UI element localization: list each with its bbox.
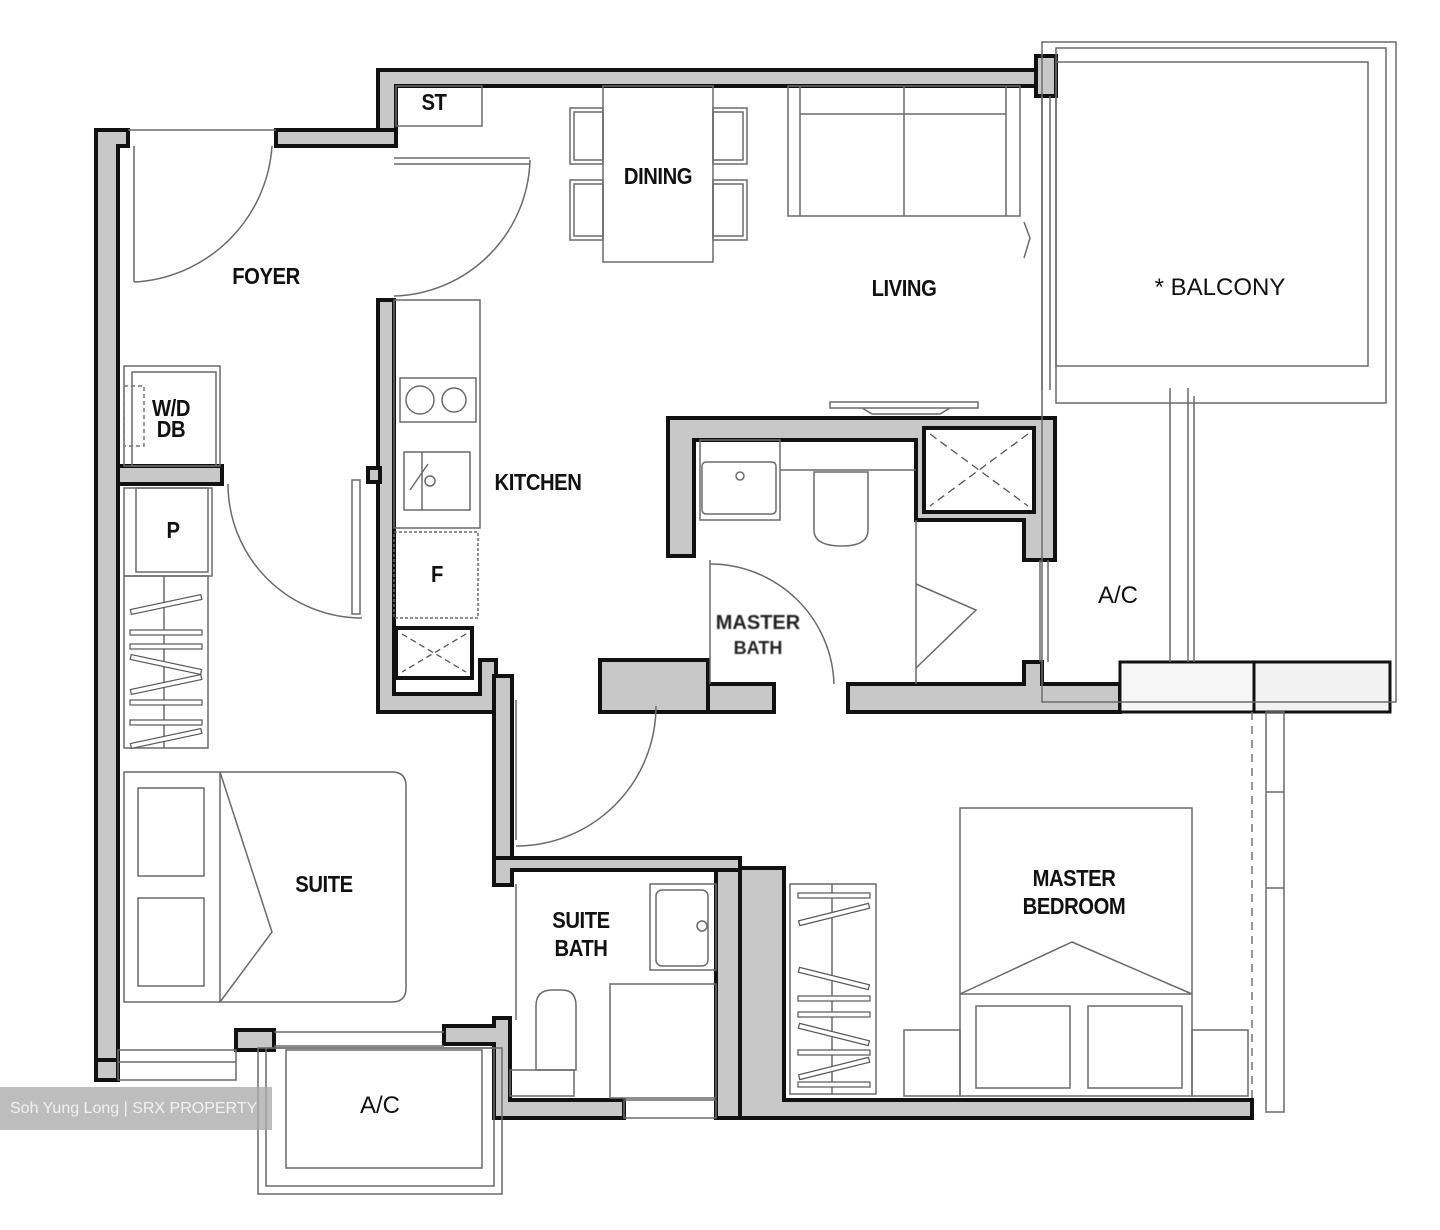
doors (133, 145, 978, 847)
walls (94, 54, 1392, 1120)
label-st: ST (421, 89, 447, 115)
suite-bed (123, 771, 407, 1003)
label-master-bath-2: BATH (733, 638, 783, 658)
label-fridge: F (431, 561, 443, 587)
label-balcony: * BALCONY (1154, 274, 1286, 301)
label-ac-right: A/C (1097, 582, 1138, 609)
label-master-bedroom-2: BEDROOM (1022, 893, 1126, 919)
label-master-bath-1: MASTER (715, 612, 801, 634)
label-kitchen: KITCHEN (494, 469, 582, 495)
label-living: LIVING (871, 275, 937, 301)
label-suite: SUITE (295, 871, 353, 897)
label-master-bedroom-1: MASTER (1032, 865, 1116, 891)
master-bed (959, 807, 1193, 1097)
watermark: Soh Yung Long | SRX PROPERTY (0, 1087, 272, 1130)
wardrobe-slats (129, 593, 871, 1088)
furniture (123, 85, 1249, 1099)
label-pantry: P (166, 517, 180, 543)
dining-table (602, 85, 714, 263)
label-suite-bath-1: SUITE (552, 907, 610, 933)
label-dining: DINING (623, 163, 693, 189)
storage-box (395, 85, 483, 127)
label-suite-bath-2: BATH (554, 935, 608, 961)
label-ac-bottom: A/C (359, 1092, 400, 1119)
windows (117, 41, 1397, 1195)
label-db: DB (156, 416, 186, 442)
label-wd: W/D (151, 395, 191, 421)
label-foyer: FOYER (232, 263, 300, 289)
